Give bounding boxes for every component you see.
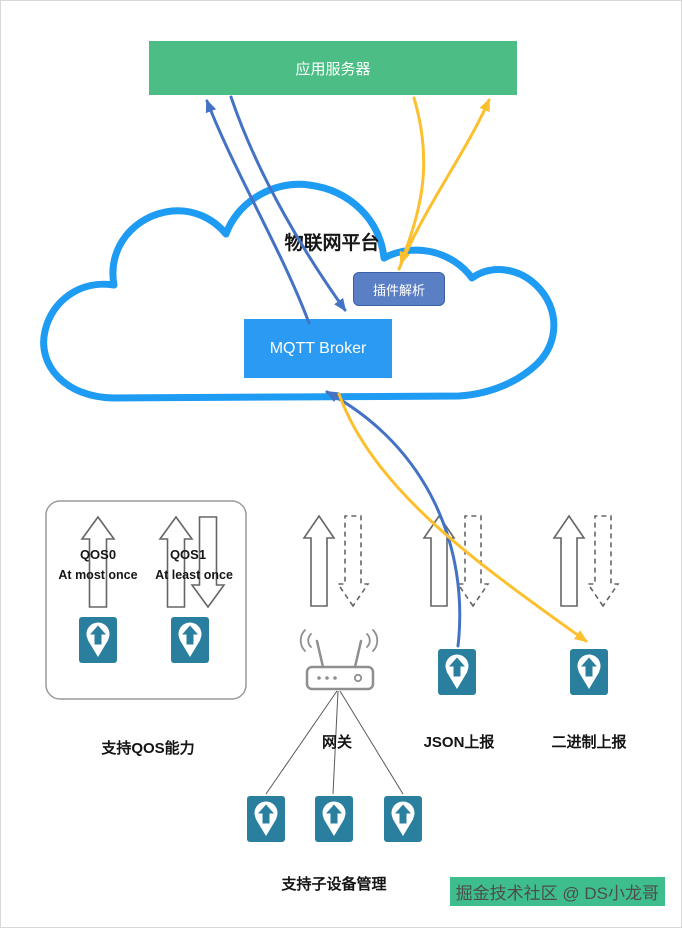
binary-report-label: 二进制上报 [551, 733, 627, 751]
iot-platform-label: 物联网平台 [284, 232, 380, 254]
qos0-title: QOS0 [79, 546, 117, 562]
plugin-parser-label: 插件解析 [372, 282, 425, 298]
app-server-box: 应用服务器 [149, 41, 517, 95]
qos1-title: QOS1 [169, 546, 207, 562]
qos-caption: 支持QOS能力 [101, 739, 195, 757]
qos1-desc: At least once [155, 568, 233, 582]
mqtt-broker-label: MQTT Broker [269, 339, 367, 357]
json-report-label: JSON上报 [423, 733, 495, 751]
app-server-label: 应用服务器 [295, 60, 371, 78]
qos0-desc: At most once [58, 568, 138, 582]
plugin-parser-box: 插件解析 [353, 272, 445, 306]
mqtt-broker-box: MQTT Broker [244, 319, 392, 378]
sub-device-caption: 支持子设备管理 [281, 875, 387, 893]
gateway-label: 网关 [321, 733, 352, 751]
watermark: 掘金技术社区 @ DS小龙哥 [449, 877, 665, 906]
